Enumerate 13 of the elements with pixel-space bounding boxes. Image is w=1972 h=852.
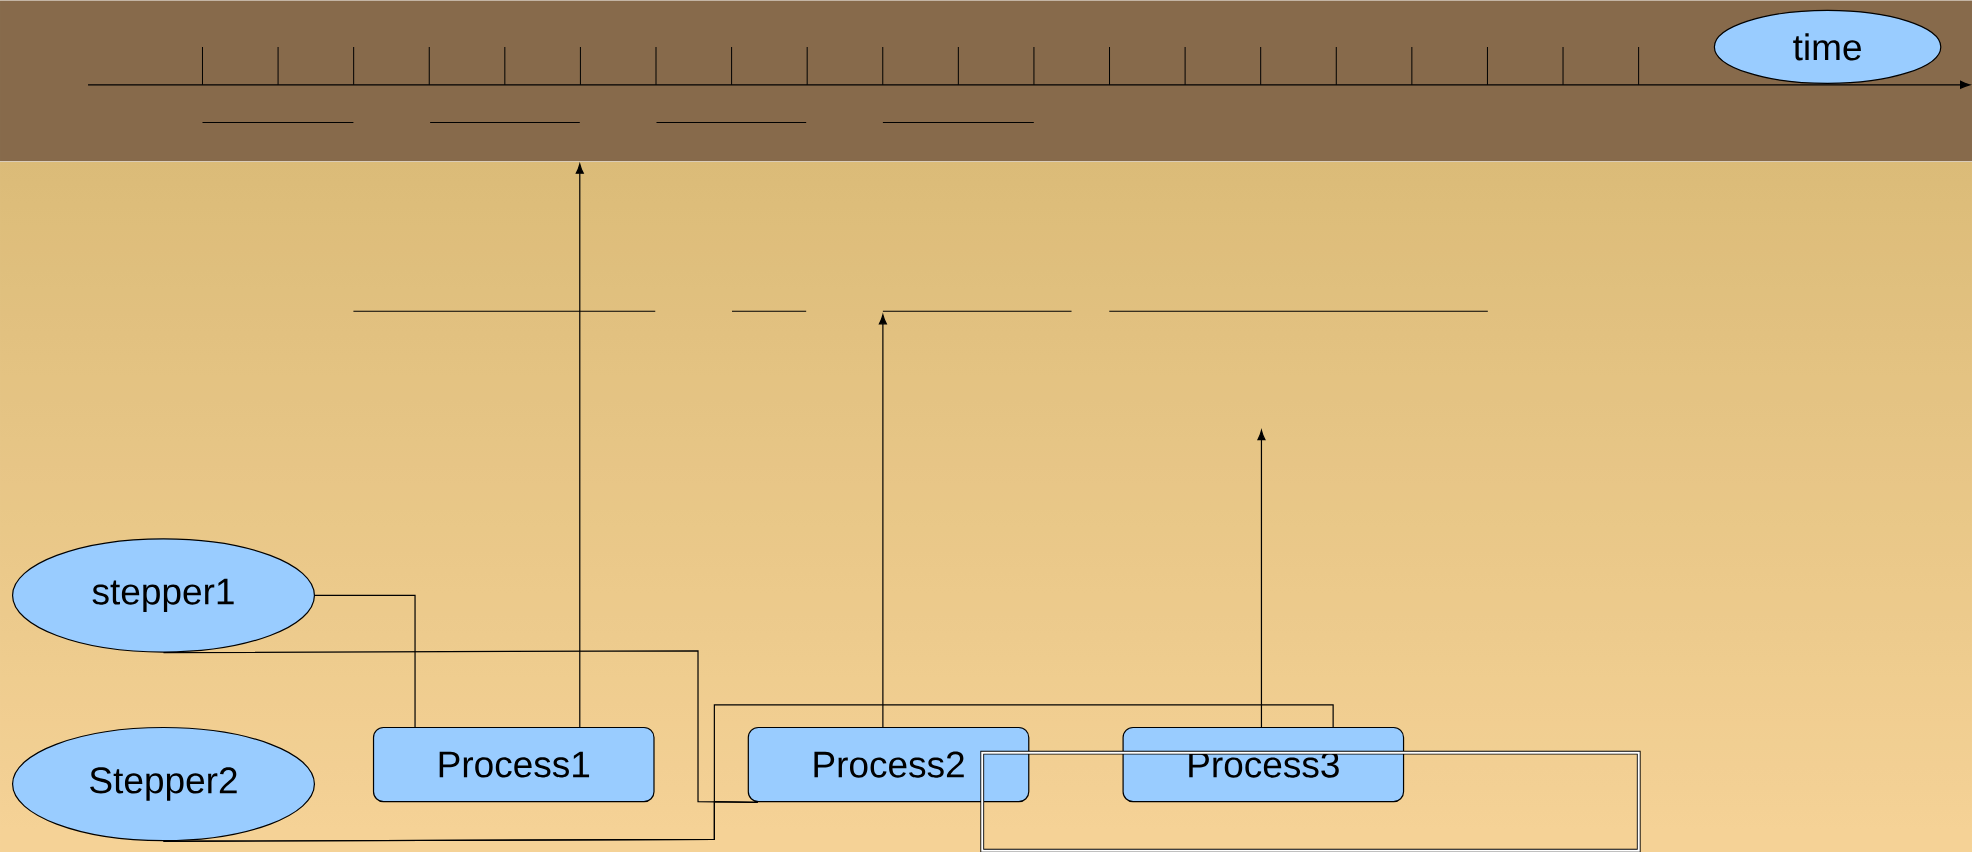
ellipse-node: stepper1 [12,538,316,653]
arrow [878,314,887,728]
timeline-band [0,0,1972,162]
double-frame [980,750,1641,852]
process-box: Process1 [372,726,655,803]
connector-line [314,594,416,728]
ellipse-node: Stepper2 [12,726,316,842]
process-box: Process3 [1122,726,1405,803]
connector-line [162,704,1334,842]
process-box: Process2 [747,726,1030,803]
arrow [1257,430,1266,728]
ellipse-node: time [1713,9,1942,84]
arrow [575,163,584,728]
